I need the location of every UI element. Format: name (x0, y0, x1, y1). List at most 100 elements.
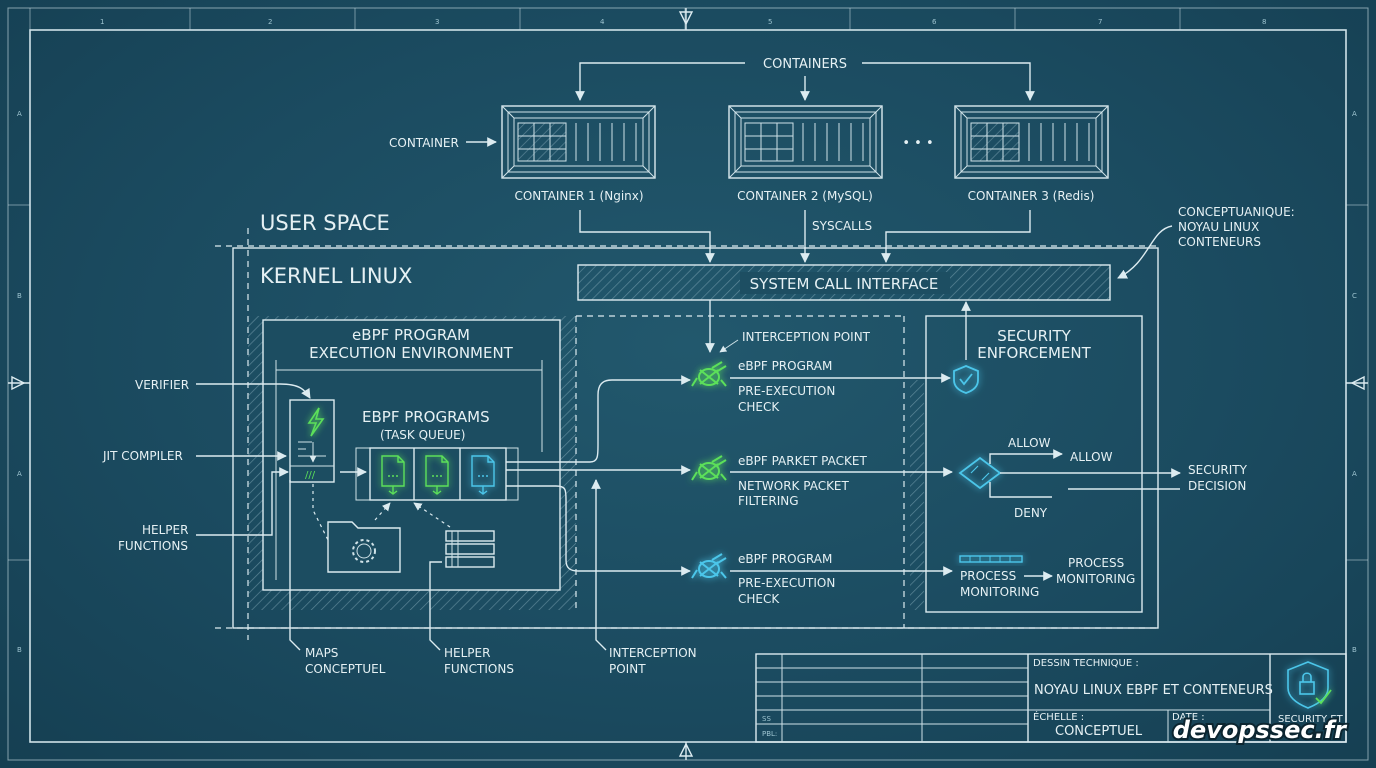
container-2-label: CONTAINER 2 (MySQL) (737, 189, 873, 203)
dessin-technique-label: DESSIN TECHNIQUE : (1033, 658, 1139, 669)
ebpf-program-2: eBPF PARKET PACKET NETWORK PACKET FILTER… (691, 454, 953, 508)
interception-zone: INTERCEPTION POINT eBPF PROGRAM PRE-EXEC… (506, 300, 953, 628)
helper-stack-icon (445, 530, 495, 568)
program-file-icon (425, 455, 449, 495)
program-3-sub-2: CHECK (738, 592, 780, 606)
ebpf-program-1: eBPF PROGRAM PRE-EXECUTION CHECK (691, 359, 951, 414)
interception-point-bottom-1: INTERCEPTION (609, 646, 697, 660)
container-box (954, 105, 1109, 179)
title-block: SS PBL: DESSIN TECHNIQUE : NOYAU LINUX E… (755, 653, 1347, 743)
grid-ref-top-6: 6 (932, 18, 937, 26)
check-icon (1315, 689, 1332, 705)
security-title-1: SECURITY (997, 327, 1071, 345)
ebpf-programs-subtitle: (TASK QUEUE) (380, 428, 465, 442)
lightning-icon (307, 407, 325, 437)
security-enforcement: SECURITY ENFORCEMENT ALLOW ALLOW DENY SE… (925, 301, 1248, 613)
container-side-label: CONTAINER (389, 136, 459, 150)
program-2-title: eBPF PARKET PACKET (738, 454, 867, 468)
process-monitor-icon (959, 555, 1023, 563)
grid-ref-top-4: 4 (600, 18, 605, 26)
grid-ref-left-3: A (17, 470, 22, 478)
verifier-label: VERIFIER (135, 378, 189, 392)
container-3-label: CONTAINER 3 (Redis) (968, 189, 1095, 203)
containers-ellipsis: • • • (902, 136, 933, 151)
program-file-icon (471, 455, 495, 495)
containers-title: CONTAINERS (763, 57, 847, 72)
security-decision-2: DECISION (1188, 479, 1246, 493)
maps-folder-icon (327, 521, 401, 573)
execution-env-title-1: eBPF PROGRAM (352, 326, 470, 344)
syscalls-label: SYSCALLS (812, 219, 872, 233)
brand-watermark: devopssec.fr (1173, 716, 1348, 744)
maps-label-2: CONCEPTUEL (305, 662, 386, 676)
container-box (728, 105, 883, 179)
left-labels: VERIFIER JIT COMPILER HELPER FUNCTIONS (102, 378, 311, 553)
decision-diamond (958, 456, 1002, 490)
grid-ref-top-8: 8 (1262, 18, 1266, 26)
kernel-region: USER SPACE KERNEL LINUX (215, 211, 1160, 640)
bee-icon (691, 455, 727, 481)
bee-icon (691, 553, 727, 579)
title-block-row-1: SS (762, 715, 771, 723)
interception-point-top: INTERCEPTION POINT (742, 330, 871, 344)
grid-ref-top-3: 3 (435, 18, 439, 26)
user-space-label: USER SPACE (260, 211, 390, 235)
side-note-line-1: CONCEPTUANIQUE: (1178, 205, 1295, 219)
title-block-row-2: PBL: (762, 730, 777, 738)
program-2-sub-1: NETWORK PACKET (738, 479, 850, 493)
grid-ref-top-7: 7 (1098, 18, 1102, 26)
helper-functions-left-1: HELPER (142, 523, 188, 537)
grid-ref-left-4: B (17, 646, 22, 654)
deny-label: DENY (1014, 506, 1048, 520)
svg-text:///: /// (305, 470, 316, 481)
security-title-2: ENFORCEMENT (977, 344, 1091, 362)
side-note: CONCEPTUANIQUE: NOYAU LINUX CONTENEURS (1117, 205, 1295, 279)
execution-env-title-2: EXECUTION ENVIRONMENT (309, 344, 514, 362)
allow-label-2: ALLOW (1070, 450, 1113, 464)
grid-ref-right-3: A (1352, 470, 1357, 478)
shield-icon (953, 365, 979, 394)
container-1-label: CONTAINER 1 (Nginx) (514, 189, 643, 203)
program-2-sub-2: FILTERING (738, 494, 799, 508)
dessin-technique-value: NOYAU LINUX EBPF ET CONTENEURS (1034, 683, 1273, 698)
system-call-interface: SYSTEM CALL INTERFACE (577, 264, 1111, 301)
process-monitoring-2: MONITORING (960, 585, 1039, 599)
maps-label-1: MAPS (305, 646, 338, 660)
grid-ref-left-1: A (17, 110, 22, 118)
grid-ref-right-4: B (1352, 646, 1357, 654)
task-queue (355, 447, 519, 501)
containers-section: CONTAINERS CONTAINER CONTAINER 1 (Nginx) (389, 57, 1109, 263)
ebpf-programs-title: EBPF PROGRAMS (362, 408, 490, 426)
program-1-sub-2: CHECK (738, 400, 780, 414)
echelle-value: CONCEPTUEL (1055, 724, 1143, 739)
system-call-interface-label: SYSTEM CALL INTERFACE (750, 275, 939, 293)
container-box (501, 105, 656, 179)
program-3-title: eBPF PROGRAM (738, 552, 832, 566)
process-monitoring-right-2: MONITORING (1056, 572, 1135, 586)
program-file-icon (381, 455, 405, 495)
kernel-linux-label: KERNEL LINUX (260, 264, 412, 288)
ebpf-program-3: eBPF PROGRAM PRE-EXECUTION CHECK (691, 552, 953, 606)
allow-label-1: ALLOW (1008, 436, 1051, 450)
jit-compiler-label: JIT COMPILER (102, 449, 183, 463)
side-note-line-2: NOYAU LINUX (1178, 220, 1259, 234)
helper-functions-bottom-2: FUNCTIONS (444, 662, 514, 676)
security-lock-icon (1287, 661, 1329, 709)
program-1-title: eBPF PROGRAM (738, 359, 832, 373)
date-label: DATE : (1172, 712, 1205, 723)
grid-ref-left-2: B (17, 292, 22, 300)
program-1-sub-1: PRE-EXECUTION (738, 384, 835, 398)
grid-ref-right-1: A (1352, 110, 1357, 118)
helper-functions-bottom-1: HELPER (444, 646, 490, 660)
security-decision-1: SECURITY (1188, 463, 1248, 477)
interception-point-bottom-2: POINT (609, 662, 646, 676)
bottom-labels: MAPS CONCEPTUEL HELPER FUNCTIONS INTERCE… (289, 479, 697, 676)
verifier-jit-module: /// (289, 399, 335, 483)
echelle-label: ÉCHELLE : (1033, 710, 1084, 723)
execution-environment: eBPF PROGRAM EXECUTION ENVIRONMENT /// E… (248, 316, 576, 610)
grid-ref-top-5: 5 (768, 18, 772, 26)
security-et-label: SECURITY ET (1278, 714, 1344, 725)
process-monitoring-1: PROCESS (960, 569, 1016, 583)
